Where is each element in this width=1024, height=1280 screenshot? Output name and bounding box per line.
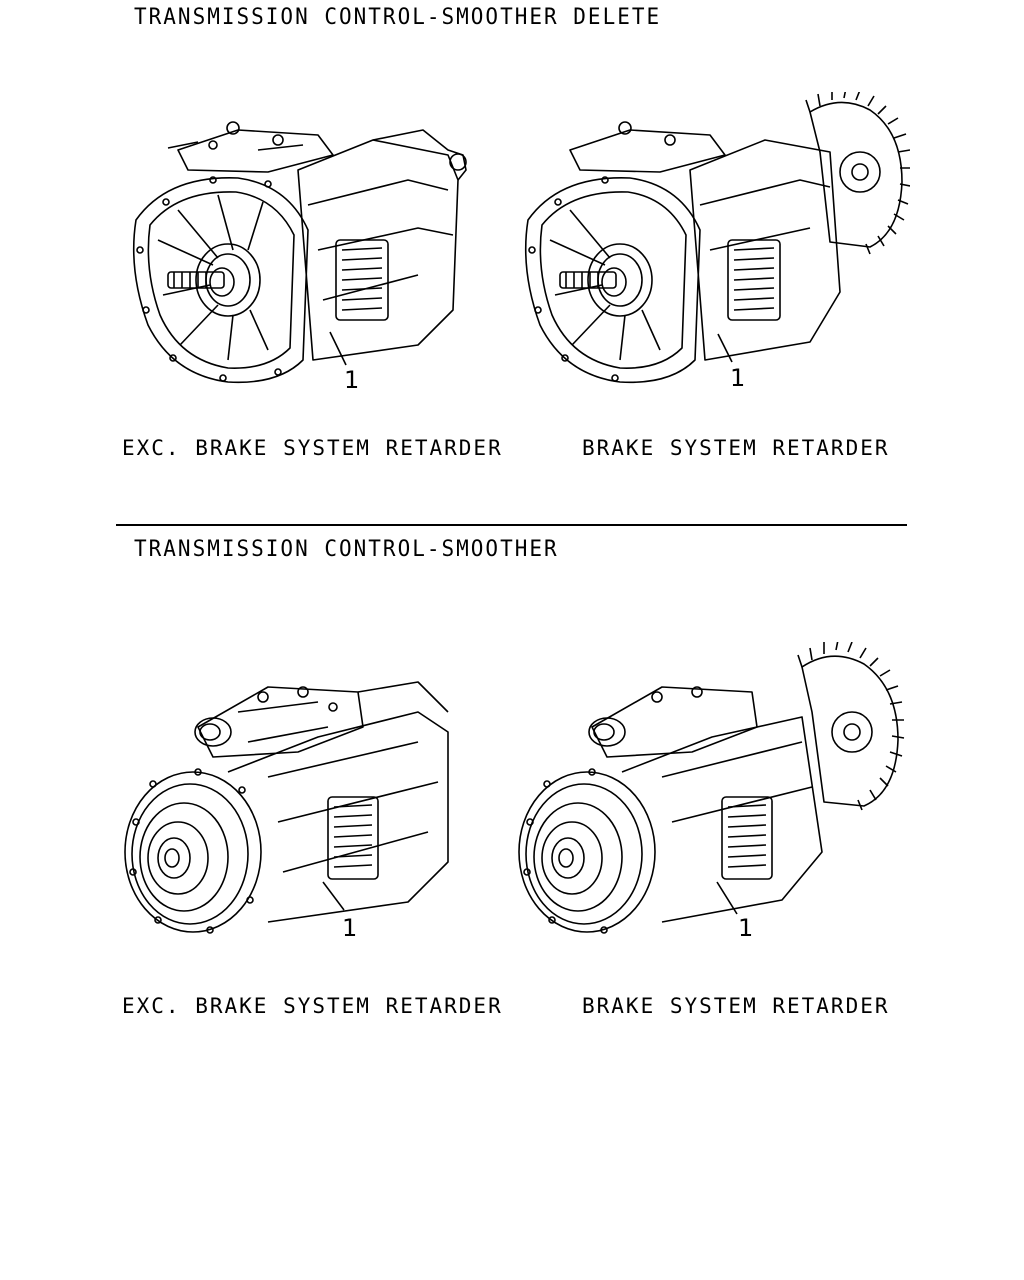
callout-number: 1	[342, 914, 358, 942]
figure-caption: BRAKE SYSTEM RETARDER	[582, 436, 890, 460]
section-1-heading: TRANSMISSION CONTROL-SMOOTHER DELETE	[134, 4, 662, 30]
transmission-illustration	[512, 642, 907, 942]
transmission-figure-4	[512, 642, 907, 942]
callout-number: 1	[738, 914, 754, 942]
figure-caption: BRAKE SYSTEM RETARDER	[582, 994, 890, 1018]
transmission-illustration	[118, 110, 478, 400]
transmission-figure-2	[510, 92, 910, 397]
callout-number: 1	[730, 364, 746, 392]
figure-caption: EXC. BRAKE SYSTEM RETARDER	[122, 436, 503, 460]
transmission-illustration	[510, 92, 910, 397]
section-divider	[116, 524, 907, 526]
transmission-figure-1	[118, 110, 478, 400]
callout-number: 1	[344, 366, 360, 394]
transmission-figure-3	[118, 672, 463, 942]
section-2-heading: TRANSMISSION CONTROL-SMOOTHER	[134, 536, 559, 562]
figure-caption: EXC. BRAKE SYSTEM RETARDER	[122, 994, 503, 1018]
transmission-illustration	[118, 672, 463, 942]
